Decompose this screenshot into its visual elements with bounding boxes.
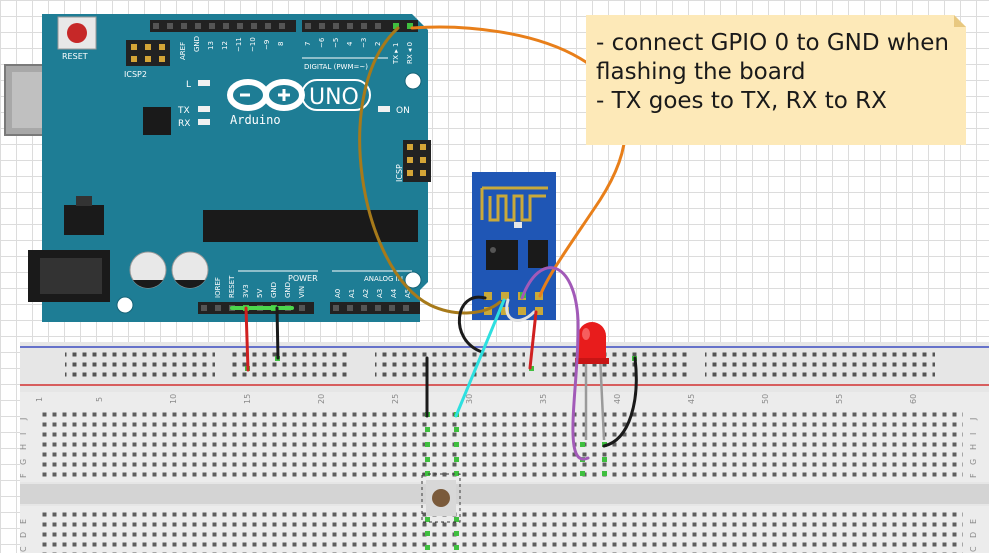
brand-label: Arduino — [230, 113, 281, 127]
pin-label: 2 — [374, 42, 382, 46]
row-letter: I — [19, 433, 28, 435]
pin-label: TX ▸ 1 — [392, 43, 400, 66]
icsp-header — [403, 140, 431, 182]
icsp-label: ICSP — [395, 164, 404, 182]
analog-header — [330, 302, 420, 314]
led-l — [198, 80, 210, 86]
power-pin-label: 5V — [256, 289, 264, 298]
column-number: 55 — [835, 394, 844, 404]
column-number: 45 — [687, 394, 696, 404]
analog-pin-label: A3 — [376, 289, 384, 298]
row-letter: I — [969, 433, 978, 435]
reset-label: RESET — [62, 52, 88, 61]
pin-label: ~11 — [235, 37, 243, 52]
pin-label: RX ◂ 0 — [406, 42, 414, 64]
voltage-regulator — [64, 205, 104, 235]
pin-label: ~3 — [360, 38, 368, 48]
pin-label: ~5 — [332, 38, 340, 48]
note-line-1: - connect GPIO 0 to GND when flashing th… — [596, 29, 956, 87]
row-letter: C — [19, 546, 28, 552]
row-letter: E — [969, 519, 978, 524]
row-letter: F — [19, 473, 28, 478]
led-tx-label: TX — [177, 106, 190, 116]
power-pin-label: VIN — [298, 286, 306, 298]
black-wire-gnd — [277, 308, 278, 358]
column-number: 15 — [243, 394, 252, 404]
analog-pin-label: A2 — [362, 289, 370, 298]
led-l-label: L — [186, 80, 191, 90]
pin-label: 13 — [207, 41, 215, 50]
column-number: 25 — [391, 394, 400, 404]
column-number: 40 — [613, 394, 622, 404]
breadboard: 1 5 10 15 20 25 30 35 40 45 50 55 60 J I… — [19, 342, 989, 553]
row-letter: E — [19, 519, 28, 524]
analog-pin-label: A0 — [334, 289, 342, 298]
row-letter: H — [19, 444, 28, 450]
pin-label: ~6 — [318, 37, 326, 48]
esp-chip — [486, 240, 518, 270]
pin-label: 8 — [277, 42, 285, 46]
pin-label: ~9 — [263, 40, 271, 50]
pin-label: 12 — [221, 41, 229, 50]
icsp2-header — [126, 40, 170, 66]
row-letter: G — [19, 459, 28, 465]
note-line-2: - TX goes to TX, RX to RX — [596, 87, 956, 116]
power-pin-label: GND — [284, 282, 292, 298]
column-number: 30 — [465, 394, 474, 404]
annotation-note: - connect GPIO 0 to GND when flashing th… — [586, 15, 966, 145]
led-on — [378, 106, 390, 112]
power-pin-label: RESET — [228, 275, 236, 298]
row-letter: F — [969, 473, 978, 478]
pin-label: ~10 — [249, 37, 257, 52]
power-pin-label: GND — [270, 282, 278, 298]
pin-label: GND — [193, 36, 201, 52]
pin-label: AREF — [179, 42, 187, 60]
led-rx — [198, 119, 210, 125]
led-rx-label: RX — [178, 119, 190, 129]
analog-pin-label: A4 — [390, 288, 398, 298]
column-number: 35 — [539, 394, 548, 404]
atmega-chip — [203, 210, 418, 242]
usb-chip — [143, 107, 171, 135]
row-letter: G — [969, 459, 978, 465]
column-number: 10 — [169, 394, 178, 404]
column-number: 20 — [317, 394, 326, 404]
red-wire-5v — [246, 308, 248, 370]
column-number: 60 — [909, 394, 918, 404]
column-number: 5 — [95, 397, 104, 402]
analog-pin-label: A1 — [348, 289, 356, 298]
row-letter: H — [969, 444, 978, 450]
pin-label: 4 — [346, 41, 354, 46]
center-channel — [20, 484, 989, 504]
column-number: 1 — [35, 397, 44, 402]
model-label: UNO — [309, 85, 359, 110]
led-on-label: ON — [396, 106, 410, 116]
power-pin-label: IOREF — [214, 277, 222, 298]
row-letter: D — [19, 532, 28, 538]
power-pin-label: 3V3 — [242, 284, 250, 298]
icsp2-label: ICSP2 — [124, 70, 147, 79]
digital-header — [150, 20, 418, 32]
row-letter: D — [969, 532, 978, 538]
row-letter: C — [969, 546, 978, 552]
row-letter: J — [969, 418, 978, 421]
led-tx — [198, 106, 210, 112]
push-button[interactable] — [422, 474, 460, 522]
row-letter: J — [19, 418, 28, 421]
digital-label: DIGITAL (PWM=~) — [304, 63, 368, 71]
pin-label: 7 — [304, 42, 312, 46]
arduino-uno-board: RESET ICSP2 AREF GND 13 12 — [5, 14, 431, 322]
column-number: 50 — [761, 394, 770, 404]
power-label: POWER — [288, 274, 318, 283]
